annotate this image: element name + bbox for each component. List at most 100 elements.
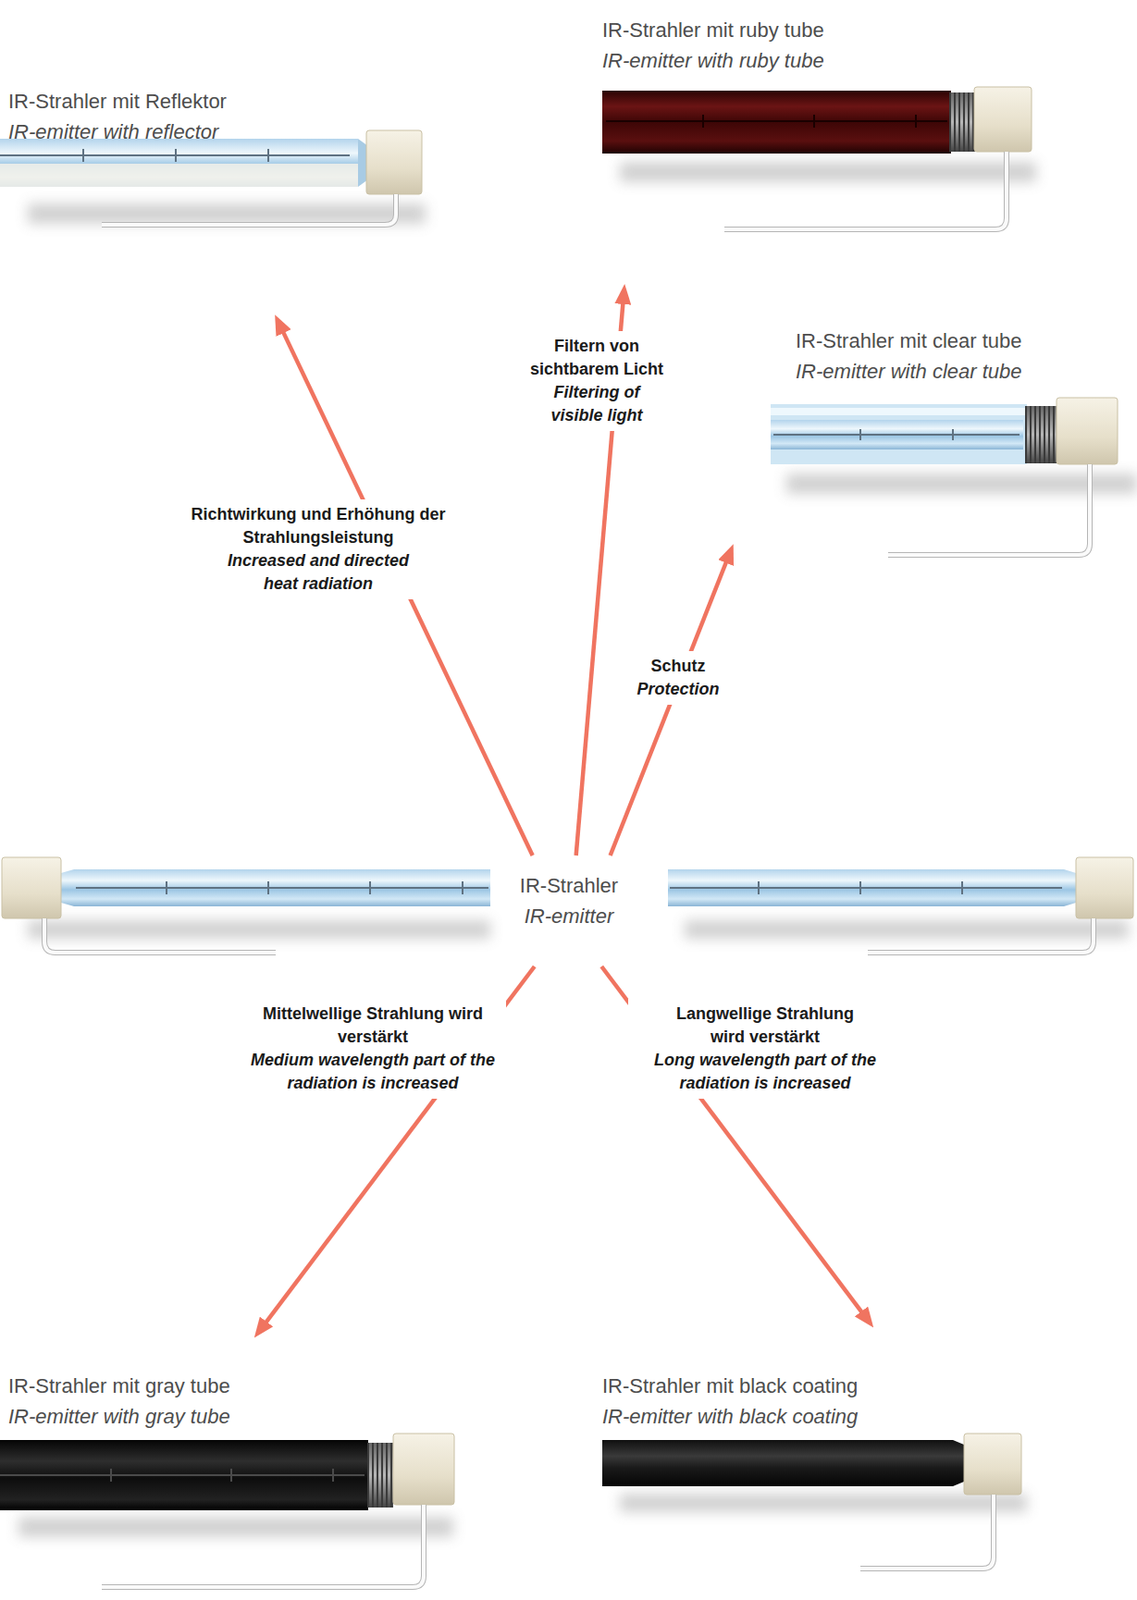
plain-emitter-left-part [44,918,276,953]
plain-emitter-right [667,857,1134,953]
clear-emitter-part [770,420,1024,450]
arrow-label-english: Protection [627,678,730,702]
gray-emitter-part [393,1433,455,1506]
english-caption: IR-emitter [519,901,618,932]
variant-node: IR-Strahler mit clear tubeIR-emitter wit… [721,319,1137,546]
black-emitter-part [860,1495,994,1570]
arrow-label: Richtwirkung und Erhöhung der Strahlungs… [169,499,468,600]
node-text-group: IR-Strahler mit gray tubeIR-emitter with… [8,1371,231,1433]
ruby-emitter [602,86,1037,230]
reflector-emitter-part [0,148,350,162]
ruby-emitter-part [619,161,1037,183]
reflector-emitter-part [0,163,359,187]
ruby-emitter-part [974,86,1032,152]
gray-emitter-part [367,1443,394,1508]
arrow-label-german: Mittelwellige Strahlung wird verstärkt [259,1002,487,1050]
gray-emitter-part [18,1517,454,1538]
ruby-emitter-part [605,114,948,128]
clear-emitter-part [1056,397,1118,465]
ruby-emitter-part [602,90,952,154]
clear-emitter-part [1025,406,1057,464]
plain-emitter-left-part [27,920,491,940]
node-text-group: IR-Strahler mit ruby tubeIR-emitter with… [602,14,825,76]
plain-emitter-left-part [44,918,276,953]
arrow-label-english: Long wavelength part of the radiation is… [633,1049,898,1096]
variant-node: IR-Strahler mit gray tubeIR-emitter with… [0,1336,417,1522]
arrow-label: Langwellige Strahlung wird verstärktLong… [628,999,903,1100]
plain-emitter-right-part [669,881,1063,895]
plain-emitter-right-part [867,918,1094,953]
english-caption: IR-emitter with clear tube [795,356,1023,387]
clear-emitter-part [1025,406,1057,464]
gray-emitter-part [101,1505,424,1588]
reflector-emitter-part [0,138,359,187]
clear-emitter-part [773,429,1020,441]
english-caption: IR-emitter with ruby tube [602,45,825,76]
plain-emitter-right-part [1075,857,1134,919]
black-emitter-part [619,1494,1027,1513]
arrow-label: SchutzProtection [621,651,735,705]
arrow-label-german: Filtern von sichtbarem Licht [518,334,676,382]
plain-emitter-right-part [667,869,1076,907]
gray-emitter-part [0,1469,365,1483]
arrow-label-english: Increased and directed heat radiation [214,549,423,596]
reflector-emitter-part [27,203,426,224]
reflector-emitter-part [101,194,396,225]
reflector-emitter-part [101,194,396,225]
clear-emitter-part [770,407,1027,416]
plain-emitter-right-part [684,920,1129,940]
arrow-label-english: Filtering of visible light [537,381,656,428]
arrow-label: Mittelwellige Strahlung wird verstärktMe… [240,999,507,1100]
clear-emitter-part [770,404,1027,465]
english-caption: IR-emitter with gray tube [8,1401,231,1433]
variant-node: IR-Strahler mit ReflektorIR-emitter with… [0,83,408,317]
arrow-label-english: Medium wavelength part of the radiation … [246,1049,501,1096]
gray-emitter-part [101,1505,424,1588]
plain-emitter-left-part [1,857,62,919]
black-emitter [602,1433,1027,1570]
variant-node: IR-Strahler mit black coatingIR-emitter … [592,1326,1032,1512]
node-text-group: IR-Strahler mit black coatingIR-emitter … [602,1371,858,1433]
black-emitter-part [860,1495,994,1570]
plain-emitter-left-part [75,881,489,895]
plain-emitter-right-part [867,918,1094,953]
node-text-group: IR-Strahler mit clear tubeIR-emitter wit… [795,325,1023,387]
ruby-emitter-part [949,92,976,152]
reflector-emitter-part [366,130,422,195]
arrow-connector [610,557,729,856]
german-caption: IR-Strahler mit clear tube [795,325,1023,357]
plain-emitter-left [1,857,491,953]
arrow-label: Filtern von sichtbarem LichtFiltering of… [512,331,681,432]
arrow-label-german: Schutz [636,655,720,679]
ruby-emitter-part [949,92,976,152]
arrow-label-german: Richtwirkung und Erhöhung der Strahlungs… [174,503,462,550]
clear-emitter-part [888,464,1090,556]
german-caption: IR-Strahler mit Reflektor [8,86,227,117]
gray-emitter-part [367,1443,394,1508]
gray-emitter-part [0,1440,369,1511]
clear-emitter-part [888,464,1090,556]
black-emitter-part [602,1440,964,1487]
german-caption: IR-Strahler [519,870,618,902]
clear-emitter-part [786,473,1137,495]
black-emitter-part [963,1433,1022,1496]
ruby-emitter-part [724,151,1007,230]
german-caption: IR-Strahler mit ruby tube [602,14,825,46]
clear-emitter [770,397,1137,556]
english-caption: IR-emitter with reflector [8,116,227,148]
gray-emitter [0,1433,455,1588]
german-caption: IR-Strahler mit black coating [602,1371,858,1402]
english-caption: IR-emitter with black coating [602,1401,858,1433]
reflector-emitter [0,130,426,225]
plain-emitter-left-part [61,869,491,907]
ruby-emitter-part [724,151,1007,230]
center-node: IR-StrahlerIR-emitter [506,855,631,967]
german-caption: IR-Strahler mit gray tube [8,1371,231,1402]
node-text-group: IR-Strahler mit ReflektorIR-emitter with… [8,86,227,148]
node-text-group: IR-StrahlerIR-emitter [510,868,628,934]
variant-node: IR-Strahler mit ruby tubeIR-emitter with… [592,7,1032,286]
